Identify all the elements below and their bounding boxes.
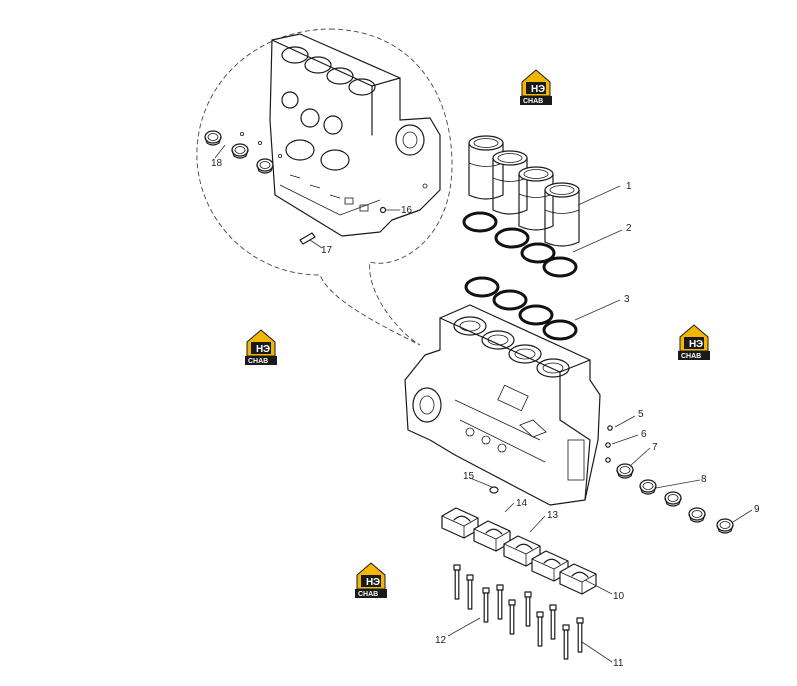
callout-11: 11 xyxy=(613,658,624,669)
callout-10: 10 xyxy=(613,591,625,602)
svg-text:Э: Э xyxy=(696,339,703,350)
watermark-logo-4: H Э CHAB xyxy=(354,562,388,599)
callout-labels: 1 2 3 5 6 7 8 9 10 11 12 13 14 15 16 17 … xyxy=(211,158,760,669)
watermark-logo-2: H Э CHAB xyxy=(244,329,278,366)
callout-13: 13 xyxy=(547,510,559,521)
callout-12: 12 xyxy=(435,635,447,646)
callout-8: 8 xyxy=(701,474,707,485)
logo-letters-bottom: CHAB xyxy=(523,98,543,105)
liner-o-rings-upper xyxy=(462,211,578,278)
inset-engine-block xyxy=(269,33,441,237)
inset-cam-bushings xyxy=(204,130,282,174)
svg-text:H: H xyxy=(366,577,373,588)
camshaft-bushings xyxy=(616,463,734,534)
svg-text:Э: Э xyxy=(263,344,270,355)
leader-lines xyxy=(214,144,753,663)
svg-text:Э: Э xyxy=(373,577,380,588)
callout-18: 18 xyxy=(211,158,223,169)
callout-3: 3 xyxy=(624,294,630,305)
svg-text:CHAB: CHAB xyxy=(248,358,268,365)
callout-16: 16 xyxy=(401,205,413,216)
main-bearing-caps xyxy=(441,507,597,595)
callout-17: 17 xyxy=(321,245,333,256)
callout-9: 9 xyxy=(754,504,760,515)
svg-text:CHAB: CHAB xyxy=(358,591,378,598)
watermark-logo-1: H Э CHAB xyxy=(519,69,553,106)
svg-text:H: H xyxy=(256,344,263,355)
callout-5: 5 xyxy=(638,409,644,420)
watermark-logo-3: H Э CHAB xyxy=(677,324,711,361)
callout-1: 1 xyxy=(626,181,632,192)
callout-6: 6 xyxy=(641,429,647,440)
svg-text:CHAB: CHAB xyxy=(681,353,701,360)
callout-2: 2 xyxy=(626,223,632,234)
logo-letters-mid: Э xyxy=(538,84,545,95)
svg-text:H: H xyxy=(689,339,696,350)
inset-detail-circle xyxy=(196,28,453,346)
dowel-sleeve xyxy=(489,486,499,494)
callout-7: 7 xyxy=(652,442,658,453)
block-plugs xyxy=(605,425,613,463)
inset-dowel-pin xyxy=(299,232,316,245)
callout-14: 14 xyxy=(516,498,528,509)
callout-15: 15 xyxy=(463,471,475,482)
main-engine-block xyxy=(404,304,601,506)
logo-letters-top: H xyxy=(531,84,538,95)
